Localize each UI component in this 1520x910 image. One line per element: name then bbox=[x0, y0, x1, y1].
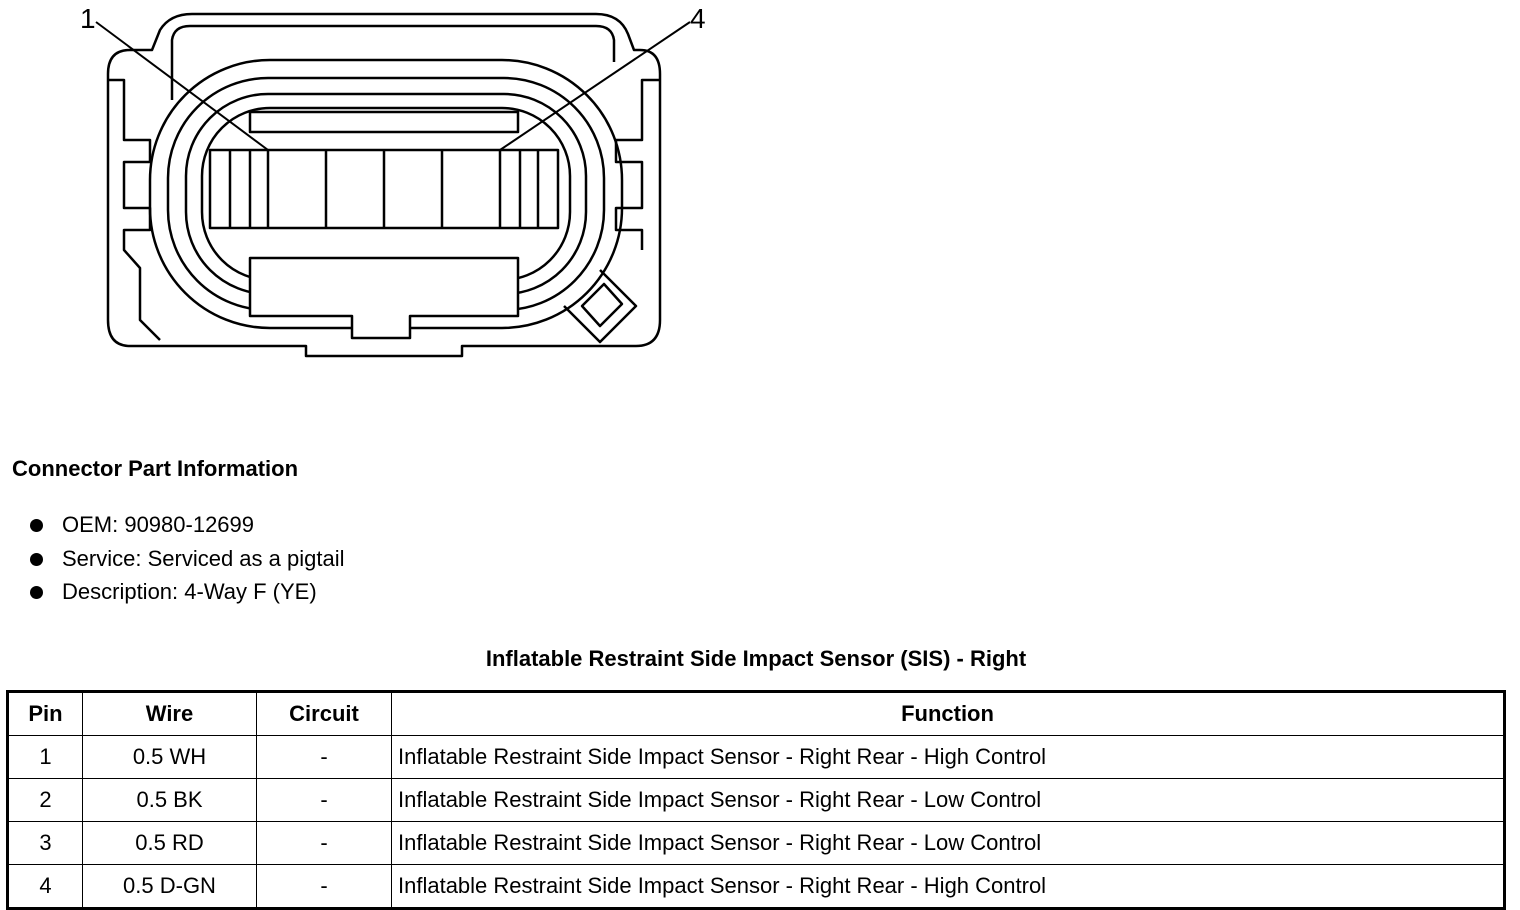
info-item-text: OEM: 90980-12699 bbox=[62, 512, 255, 537]
info-item-description: Description: 4-Way F (YE) bbox=[24, 577, 344, 611]
key-tab bbox=[563, 269, 638, 344]
connector-top-rim bbox=[170, 24, 616, 100]
cell-wire: 0.5 RD bbox=[82, 821, 257, 865]
info-item-text: Service: Serviced as a pigtail bbox=[62, 545, 345, 571]
info-item-text: Description: 4-Way F (YE) bbox=[62, 579, 317, 604]
connector-outer-housing bbox=[106, 12, 662, 358]
bullet-icon bbox=[30, 552, 43, 566]
pin-table-header-row: Pin Wire Circuit Function bbox=[7, 691, 1505, 736]
bullet-icon bbox=[30, 586, 43, 599]
table-row: 1 0.5 WH - Inflatable Restraint Side Imp… bbox=[7, 735, 1505, 779]
header-circuit: Circuit bbox=[256, 691, 392, 736]
cell-function: Inflatable Restraint Side Impact Sensor … bbox=[391, 778, 1505, 822]
table-row: 3 0.5 RD - Inflatable Restraint Side Imp… bbox=[7, 821, 1505, 865]
header-function: Function bbox=[391, 691, 1505, 736]
cell-pin: 1 bbox=[7, 735, 83, 779]
pin-4-callout: 4 bbox=[690, 3, 706, 34]
cell-circuit: - bbox=[256, 821, 392, 865]
pin-4-leader bbox=[499, 21, 691, 151]
pin-1-leader bbox=[95, 21, 269, 151]
cell-wire: 0.5 BK bbox=[82, 778, 257, 822]
info-item-service: Service: Serviced as a pigtail bbox=[24, 544, 344, 578]
cell-wire: 0.5 WH bbox=[82, 735, 257, 779]
cell-pin: 2 bbox=[7, 778, 83, 822]
left-latch bbox=[108, 78, 161, 341]
pin-table: Pin Wire Circuit Function 1 0.5 WH - Inf… bbox=[6, 690, 1506, 910]
cell-function: Inflatable Restraint Side Impact Sensor … bbox=[391, 735, 1505, 779]
pin-table-title: Inflatable Restraint Side Impact Sensor … bbox=[485, 646, 1027, 671]
top-slot bbox=[248, 110, 520, 134]
table-row: 2 0.5 BK - Inflatable Restraint Side Imp… bbox=[7, 778, 1505, 822]
bottom-lock-block bbox=[248, 256, 520, 340]
connector-info-title: Connector Part Information bbox=[12, 456, 299, 481]
bullet-icon bbox=[30, 519, 43, 532]
connector-face-diagram: 1 4 bbox=[80, 3, 706, 358]
cell-circuit: - bbox=[256, 864, 392, 909]
cell-pin: 4 bbox=[7, 864, 83, 909]
info-item-oem: OEM: 90980-12699 bbox=[24, 510, 344, 544]
cell-circuit: - bbox=[256, 735, 392, 779]
table-row: 4 0.5 D-GN - Inflatable Restraint Side I… bbox=[7, 864, 1505, 909]
cell-circuit: - bbox=[256, 778, 392, 822]
pin-1-callout: 1 bbox=[80, 3, 96, 34]
header-wire: Wire bbox=[82, 691, 257, 736]
cell-pin: 3 bbox=[7, 821, 83, 865]
cell-function: Inflatable Restraint Side Impact Sensor … bbox=[391, 821, 1505, 865]
right-latch bbox=[614, 78, 660, 250]
header-pin: Pin bbox=[7, 691, 83, 736]
cell-wire: 0.5 D-GN bbox=[82, 864, 257, 909]
cell-function: Inflatable Restraint Side Impact Sensor … bbox=[391, 864, 1505, 909]
connector-info-list: OEM: 90980-12699 Service: Serviced as a … bbox=[24, 510, 344, 611]
